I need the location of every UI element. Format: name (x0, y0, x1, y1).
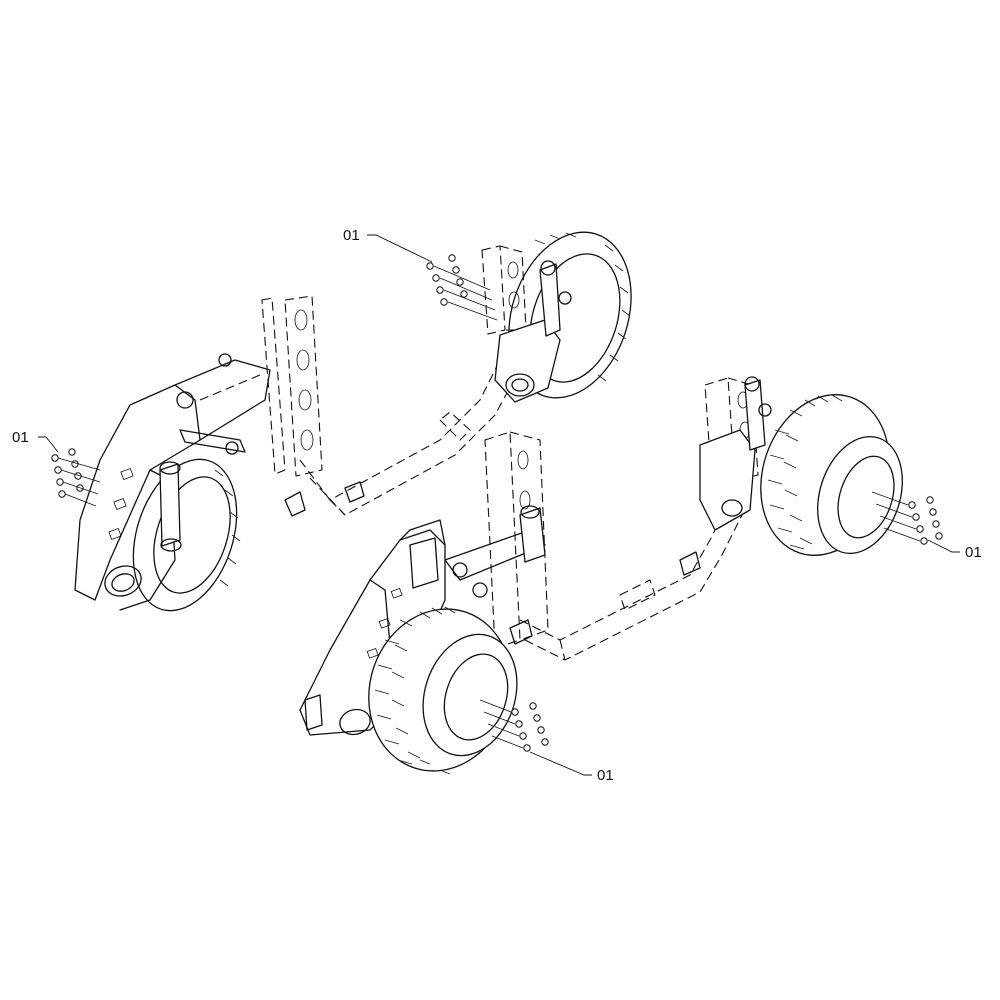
front-right-swing-arm (699, 376, 772, 531)
hardware-set-bottom (479, 699, 549, 752)
front-left-swing-arm (299, 505, 546, 736)
hardware-set-left (51, 448, 101, 507)
callout-label-bottom: 01 (597, 767, 614, 784)
left-shock-absorber (159, 353, 246, 552)
leader-line-left (38, 436, 59, 453)
hardware-set-upper (426, 254, 498, 321)
callout-label-left: 01 (12, 429, 29, 446)
hardware-set-right (871, 491, 943, 545)
rear-axle-frame (261, 245, 536, 517)
left-rear-wheel (132, 458, 241, 612)
upper-right-wheel (494, 231, 632, 403)
leader-line-upper (367, 234, 433, 263)
front-right-wheel (760, 394, 903, 556)
leader-line-bottom (529, 751, 592, 776)
leader-line-right (927, 539, 960, 553)
front-left-wheel (368, 606, 518, 775)
callout-label-right: 01 (965, 544, 982, 561)
callout-label-upper: 01 (343, 227, 360, 244)
